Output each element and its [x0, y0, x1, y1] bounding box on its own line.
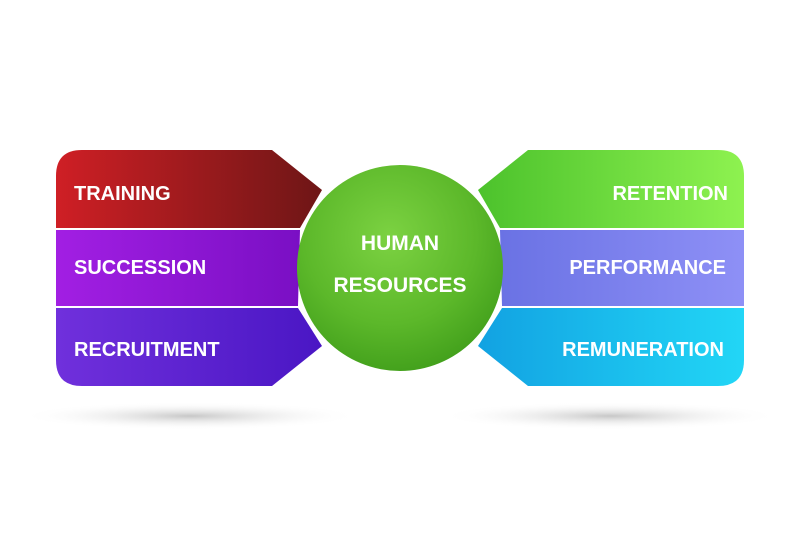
block-succession-label: SUCCESSION: [74, 257, 206, 279]
block-remuneration-label: REMUNERATION: [562, 339, 724, 361]
block-retention: RETENTION: [478, 150, 744, 228]
center-title-line1: HUMAN: [361, 232, 439, 255]
block-performance: PERFORMANCE: [500, 230, 744, 306]
center-title-line2: RESOURCES: [333, 274, 466, 297]
center-circle: HUMAN RESOURCES: [297, 165, 503, 371]
block-retention-label: RETENTION: [612, 183, 728, 205]
block-recruitment-label: RECRUITMENT: [74, 339, 220, 361]
shadow-right: [440, 402, 780, 430]
block-recruitment: RECRUITMENT: [56, 308, 322, 386]
block-succession: SUCCESSION: [56, 230, 300, 306]
block-performance-label: PERFORMANCE: [569, 257, 726, 279]
shadow-left: [20, 402, 360, 430]
block-remuneration: REMUNERATION: [478, 308, 744, 386]
block-training-label: TRAINING: [74, 183, 171, 205]
block-training: TRAINING: [56, 150, 322, 228]
